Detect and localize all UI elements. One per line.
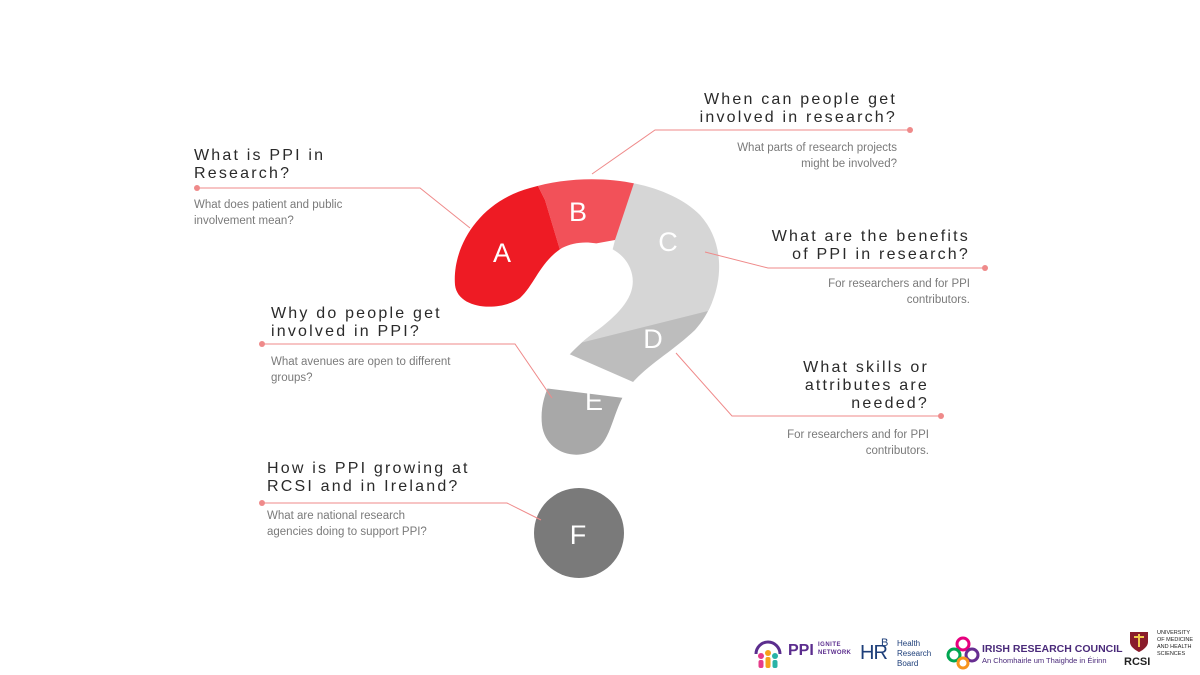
hrb-logo-line3: Board bbox=[897, 659, 919, 668]
segment-b-shape bbox=[520, 179, 645, 250]
topic-b: When can people get involved in research… bbox=[597, 91, 897, 172]
segment-a-letter: A bbox=[493, 238, 511, 268]
topic-e-subtitle: What avenues are open to different group… bbox=[271, 356, 451, 384]
leader-line-b bbox=[591, 129, 910, 175]
ppi-logo-ignite: IGNITE bbox=[818, 642, 842, 648]
rcsi-logo-line1: UNIVERSITY bbox=[1157, 630, 1191, 636]
rcsi-logo-mark: RCSI bbox=[1124, 656, 1151, 668]
rcsi-crest-icon bbox=[1130, 632, 1148, 652]
topic-c: What are the benefits of PPI in research… bbox=[670, 228, 970, 308]
partner-logos: PPI IGNITE NETWORK HR B Health Research … bbox=[748, 626, 1198, 672]
leader-dot-b bbox=[907, 127, 913, 133]
hrb-logo-line2: Research bbox=[897, 649, 932, 658]
ppi-ignite-logo: PPI IGNITE NETWORK bbox=[752, 626, 852, 672]
rcsi-logo-line4: SCIENCES bbox=[1157, 651, 1186, 657]
leader-dot-d bbox=[938, 413, 944, 419]
segment-f-letter: F bbox=[570, 520, 587, 550]
rcsi-logo-line2: OF MEDICINE bbox=[1157, 637, 1194, 643]
topic-d-title: What skills or attributes are needed? bbox=[803, 359, 929, 412]
leader-dot-c bbox=[982, 265, 988, 271]
irc-logo-line1: IRISH RESEARCH COUNCIL bbox=[982, 643, 1123, 655]
hrb-logo-mark: HR bbox=[860, 642, 888, 664]
leader-dot-f bbox=[259, 500, 265, 506]
leader-line-d bbox=[675, 352, 941, 417]
topic-a: What is PPI in Research? What does patie… bbox=[194, 147, 494, 229]
leader-line-a bbox=[197, 187, 471, 229]
rcsi-logo: RCSI UNIVERSITY OF MEDICINE AND HEALTH S… bbox=[1124, 626, 1198, 672]
topic-a-title: What is PPI in Research? bbox=[194, 147, 326, 182]
topic-f-subtitle: What are national research agencies doin… bbox=[267, 510, 427, 538]
hrb-logo: HR B Health Research Board bbox=[860, 626, 936, 672]
topic-e: Why do people get involved in PPI? What … bbox=[271, 305, 571, 386]
leader-dot-a bbox=[194, 185, 200, 191]
topic-c-subtitle: For researchers and for PPI contributors… bbox=[828, 278, 970, 306]
topic-c-title: What are the benefits of PPI in research… bbox=[771, 228, 970, 263]
ppi-people-icon bbox=[754, 640, 782, 668]
ppi-logo-network: NETWORK bbox=[818, 650, 852, 656]
irish-research-council-logo: IRISH RESEARCH COUNCIL An Chomhairle um … bbox=[946, 626, 1123, 672]
topic-f-title: How is PPI growing at RCSI and in Irelan… bbox=[267, 460, 470, 495]
leader-line-c bbox=[704, 251, 985, 269]
hrb-logo-line1: Health bbox=[897, 639, 921, 648]
segment-b-letter: B bbox=[569, 197, 587, 227]
topic-b-title: When can people get involved in research… bbox=[699, 91, 897, 126]
topic-e-title: Why do people get involved in PPI? bbox=[271, 305, 442, 340]
irc-knot-icon bbox=[946, 636, 980, 670]
segment-f-shape bbox=[534, 488, 624, 578]
topic-d-subtitle: For researchers and for PPI contributors… bbox=[787, 429, 929, 457]
leader-line-e bbox=[262, 343, 553, 399]
segment-d-letter: D bbox=[643, 324, 663, 354]
rcsi-logo-line3: AND HEALTH bbox=[1157, 644, 1192, 650]
topic-a-subtitle: What does patient and public involvement… bbox=[194, 199, 343, 227]
topic-b-subtitle: What parts of research projects might be… bbox=[737, 142, 897, 170]
leader-line-f bbox=[262, 502, 542, 521]
segment-a-shape bbox=[454, 179, 560, 330]
hrb-logo-mark-sup: B bbox=[881, 637, 889, 649]
leader-dot-e bbox=[259, 341, 265, 347]
topic-f: How is PPI growing at RCSI and in Irelan… bbox=[267, 460, 567, 540]
segment-c-letter: C bbox=[658, 227, 678, 257]
ppi-logo-main: PPI bbox=[788, 642, 814, 659]
segment-e-letter: E bbox=[585, 386, 603, 416]
irc-logo-line2: An Chomhairle um Thaighde in Éirinn bbox=[982, 656, 1107, 665]
topic-d: What skills or attributes are needed? Fo… bbox=[629, 359, 929, 459]
